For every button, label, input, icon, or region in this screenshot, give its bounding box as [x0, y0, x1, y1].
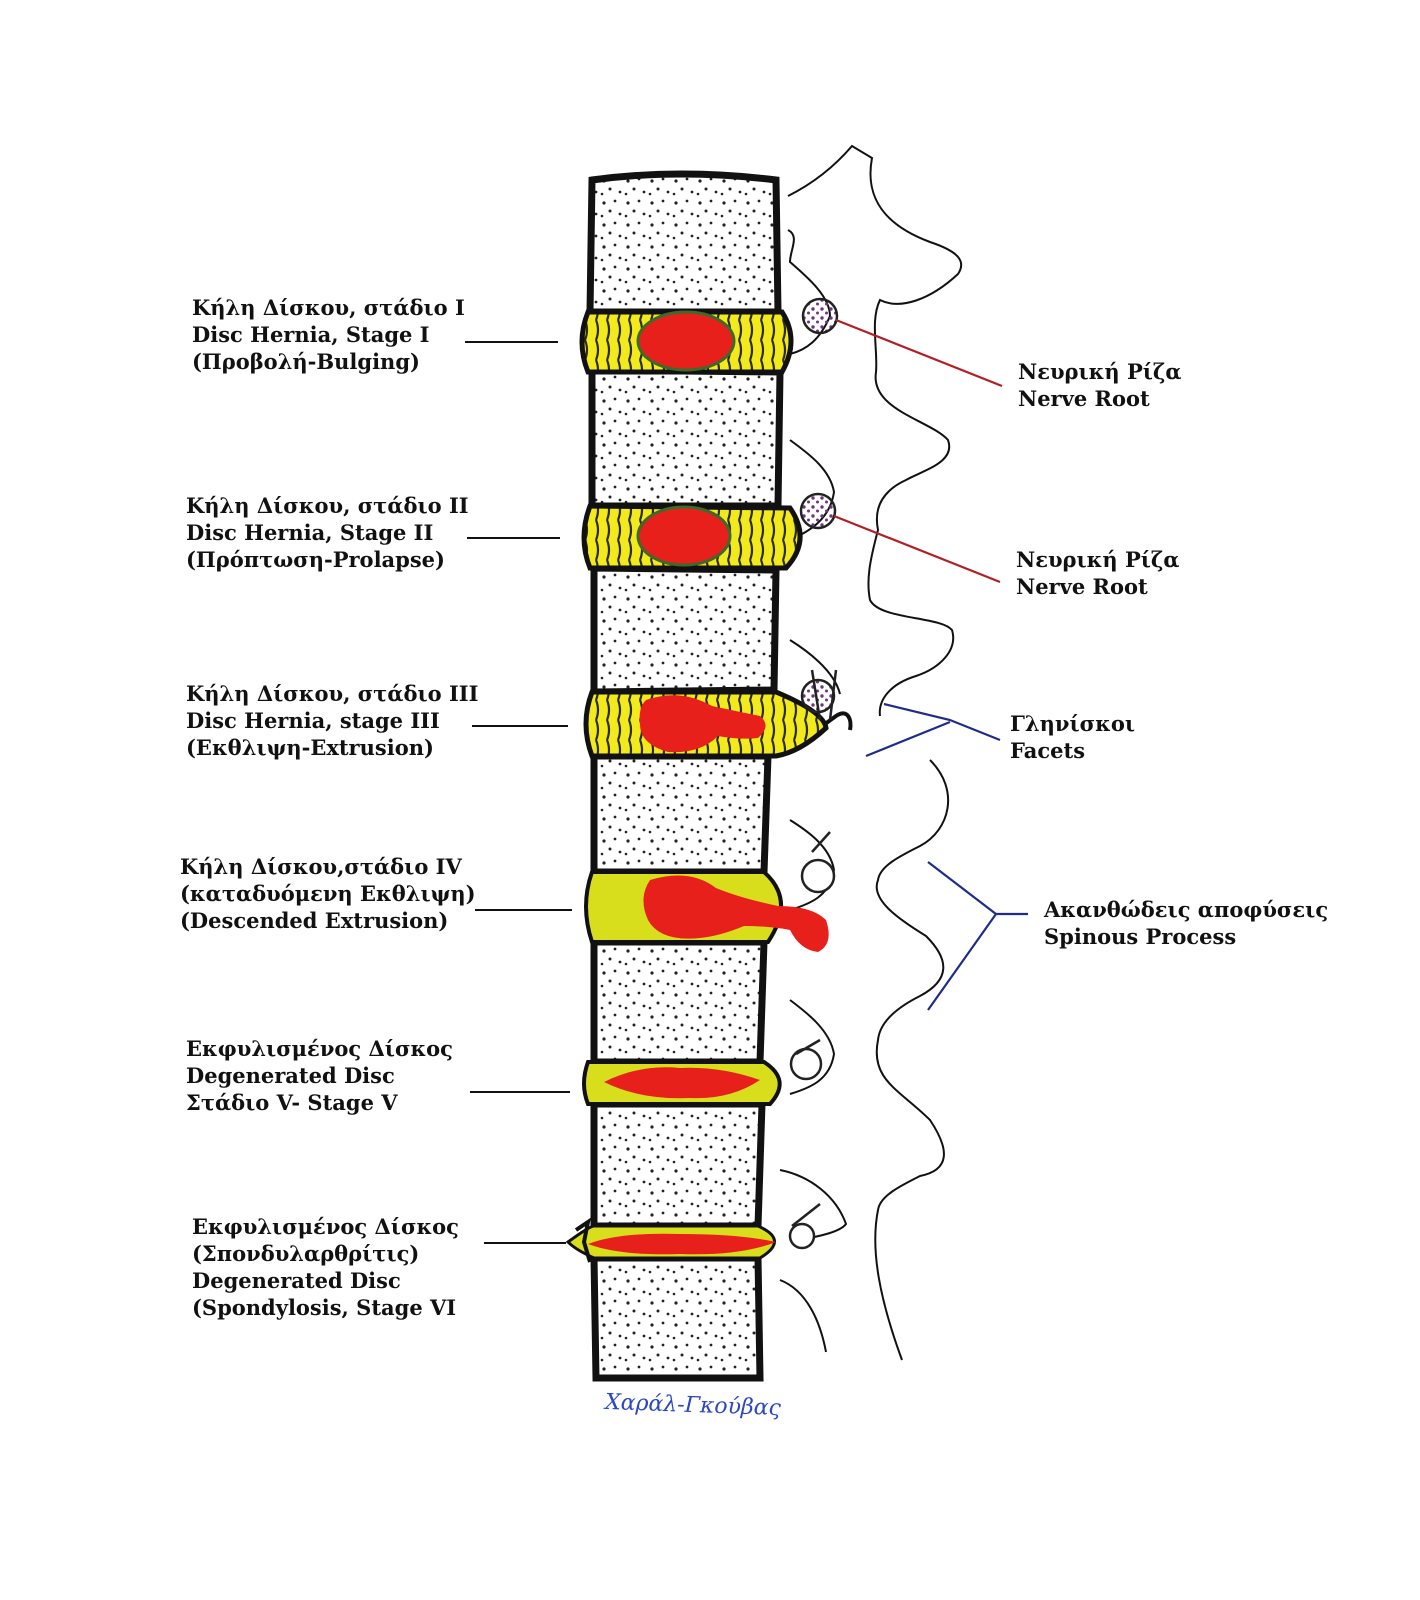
- label-line: (καταδυόμενη Εκθλιψη): [180, 881, 476, 906]
- label-facets: Γληνίσκοι Facets: [1010, 710, 1135, 764]
- nerve-root-leaders: [833, 318, 1003, 584]
- nerve-root-4: [800, 858, 836, 894]
- label-line: Degenerated Disc: [186, 1063, 395, 1088]
- label-line: Κήλη Δίσκου, στάδιο II: [186, 493, 469, 518]
- label-line: Nerve Root: [1016, 574, 1148, 599]
- label-line: (Εκθλιψη-Extrusion): [186, 735, 434, 760]
- vertebra-2: [588, 366, 784, 510]
- label-stage-1: Κήλη Δίσκου, στάδιο I Disc Hernia, Stage…: [192, 294, 465, 375]
- label-nerve-root-2: Νευρική Ρίζα Nerve Root: [1016, 546, 1180, 600]
- label-line: (Προβολή-Bulging): [192, 349, 420, 374]
- vertebra-3: [590, 564, 780, 696]
- label-line: Κήλη Δίσκου, στάδιο III: [186, 681, 479, 706]
- vertebra-5: [590, 938, 768, 1066]
- label-line: Facets: [1010, 738, 1086, 763]
- label-line: Nerve Root: [1018, 386, 1150, 411]
- label-line: Εκφυλισμένος Δίσκος: [186, 1036, 453, 1061]
- disc-stage-5: [582, 1060, 782, 1106]
- vertebra-1: [586, 170, 782, 316]
- label-stage-3: Κήλη Δίσκου, στάδιο III Disc Hernia, sta…: [186, 680, 478, 761]
- label-line: (Descended Extrusion): [180, 908, 449, 933]
- label-nerve-root-1: Νευρική Ρίζα Nerve Root: [1018, 358, 1182, 412]
- label-line: Γληνίσκοι: [1010, 711, 1136, 736]
- label-spinous-process: Ακανθώδεις αποφύσεις Spinous Process: [1044, 896, 1328, 950]
- vertebra-6: [590, 1100, 766, 1230]
- label-line: Νευρική Ρίζα: [1018, 359, 1182, 384]
- discs: [565, 309, 829, 1263]
- label-line: (Σπονδυλαρθρίτις): [192, 1241, 420, 1266]
- nerve-root-2: [799, 492, 837, 530]
- label-line: Στάδιο V- Stage V: [186, 1090, 398, 1115]
- nerve-roots: [788, 297, 839, 1250]
- label-line: Κήλη Δίσκου, στάδιο I: [192, 295, 465, 320]
- nerve-root-1: [801, 297, 839, 335]
- facet-spinous-leaders: [865, 702, 1028, 1011]
- disc-stage-6: [565, 1217, 776, 1263]
- disc-stage-3: [583, 689, 829, 759]
- posterior-elements: [771, 144, 963, 1361]
- label-stage-4: Κήλη Δίσκου,στάδιο IV (καταδυόμενη Εκθλι…: [180, 853, 476, 934]
- label-line: Νευρική Ρίζα: [1016, 547, 1180, 572]
- vertebra-4: [590, 752, 772, 876]
- label-stage-6: Εκφυλισμένος Δίσκος (Σπονδυλαρθρίτις) De…: [192, 1213, 459, 1321]
- disc-stage-4: [584, 870, 829, 952]
- disc-stage-1: [579, 309, 794, 375]
- label-line: (Πρόπτωση-Prolapse): [186, 547, 445, 572]
- disc-stage-2: [581, 503, 803, 571]
- label-line: Disc Hernia, Stage II: [186, 520, 434, 545]
- label-stage-2: Κήλη Δίσκου, στάδιο II Disc Hernia, Stag…: [186, 492, 469, 573]
- label-line: Degenerated Disc: [192, 1268, 401, 1293]
- label-stage-5: Εκφυλισμένος Δίσκος Degenerated Disc Στά…: [186, 1035, 453, 1116]
- label-line: Spinous Process: [1044, 924, 1237, 949]
- label-line: Εκφυλισμένος Δίσκος: [192, 1214, 459, 1239]
- label-line: Κήλη Δίσκου,στάδιο IV: [180, 854, 462, 879]
- label-line: Disc Hernia, stage III: [186, 708, 440, 733]
- nerve-root-5: [789, 1047, 823, 1081]
- label-line: Ακανθώδεις αποφύσεις: [1044, 897, 1329, 922]
- vertebra-7: [590, 1254, 764, 1382]
- label-line: Disc Hernia, Stage I: [192, 322, 430, 347]
- nerve-root-6: [788, 1222, 816, 1250]
- left-leader-lines: [465, 341, 572, 1244]
- label-line: (Spondylosis, Stage VI: [192, 1295, 457, 1320]
